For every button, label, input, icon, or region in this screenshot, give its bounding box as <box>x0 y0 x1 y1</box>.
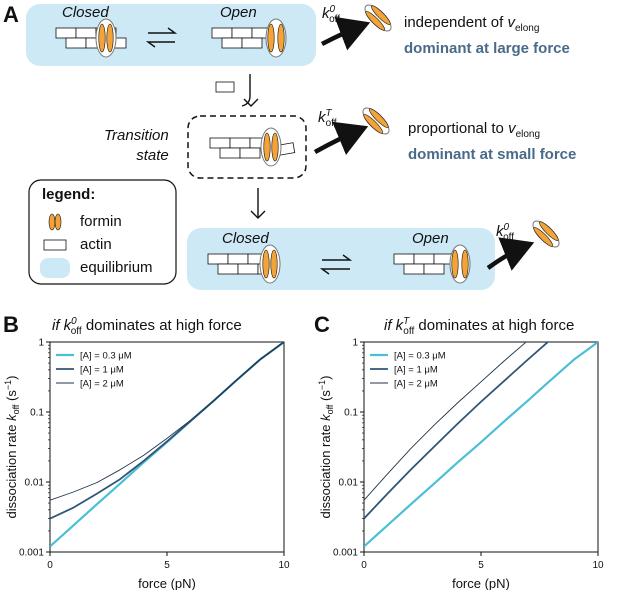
legend-label-equilibrium: equilibrium <box>80 259 153 276</box>
x-tick-label: 0 <box>47 560 53 571</box>
koffT-label: kToff <box>318 108 337 129</box>
formin-transition <box>260 127 282 167</box>
legend-entry-1: [A] = 1 μM <box>80 365 124 376</box>
y-axis-label: dissociation rate koff (s−1) <box>3 376 21 519</box>
dominant-large-force: dominant at large force <box>404 40 570 57</box>
release-arrow-transition <box>313 121 369 156</box>
y-tick-label: 0.01 <box>339 478 359 489</box>
transition-label: Transition state <box>104 127 169 164</box>
y-tick-label: 0.1 <box>30 408 44 419</box>
legend-title: legend: <box>42 186 96 203</box>
panel-letter-c: C <box>314 312 330 337</box>
legend-equilibrium-icon <box>40 258 70 278</box>
x-tick-label: 5 <box>164 560 170 571</box>
x-tick-label: 5 <box>478 560 484 571</box>
closed-label-top: Closed <box>62 4 109 21</box>
legend-box <box>28 179 177 285</box>
chart-b-title: if k0off dominates at high force <box>52 316 242 337</box>
x-tick-label: 10 <box>592 560 604 571</box>
series-line-2 <box>50 342 284 501</box>
closed-label-bottom: Closed <box>222 230 269 247</box>
series-line-1 <box>364 342 550 520</box>
legend-label-formin: formin <box>80 213 122 230</box>
y-tick-label: 0.01 <box>25 478 45 489</box>
formin-closed-bottom <box>259 244 281 284</box>
series-line-0 <box>364 342 598 548</box>
released-formin-bottom <box>532 220 560 248</box>
release-arrow-bottom <box>486 237 535 271</box>
formin-closed-top <box>95 18 117 58</box>
dominant-small-force: dominant at small force <box>408 146 577 163</box>
equilibrium-arrows-top <box>145 27 178 48</box>
y-tick-label: 1 <box>38 338 44 349</box>
equilibrium-arrows-bottom <box>319 254 353 275</box>
koff0-label-bottom: k0off <box>496 222 514 243</box>
y-tick-label: 0.001 <box>19 548 44 559</box>
x-tick-label: 10 <box>278 560 290 571</box>
panel-letter-a: A <box>3 2 19 27</box>
release-arrow-top <box>320 16 371 51</box>
y-tick-label: 1 <box>352 338 358 349</box>
open-label-bottom: Open <box>412 230 449 247</box>
legend-actin-icon <box>43 239 67 251</box>
legend-label-actin: actin <box>80 236 112 253</box>
released-formin-top <box>364 4 392 32</box>
chart-c-title: if kToff dominates at high force <box>384 316 575 337</box>
description-independent: independent of velong <box>404 14 540 34</box>
legend-formin-icon <box>48 213 62 231</box>
y-tick-label: 0.1 <box>344 408 358 419</box>
formin-open-bottom <box>449 244 471 284</box>
series-line-2 <box>364 342 527 501</box>
transition-state-box <box>187 115 307 179</box>
koff0-label-top: k0off <box>322 4 340 25</box>
legend-entry-2: [A] = 2 μM <box>394 379 438 390</box>
legend-entry-0: [A] = 0.3 μM <box>394 351 446 362</box>
panel-a-diagram <box>26 4 560 290</box>
legend-entry-2: [A] = 2 μM <box>80 379 124 390</box>
x-tick-label: 0 <box>361 560 367 571</box>
actin-monomer <box>215 81 235 93</box>
x-axis-label: force (pN) <box>138 576 196 590</box>
actin-filament-open-bottom <box>393 253 455 275</box>
formin-open-top <box>265 18 287 58</box>
open-label-top: Open <box>220 4 257 21</box>
actin-filament-open-top <box>211 27 273 49</box>
y-axis-label: dissociation rate koff (s−1) <box>317 376 335 519</box>
legend-entry-1: [A] = 1 μM <box>394 365 438 376</box>
actin-filament-transition <box>209 137 296 159</box>
legend-entry-0: [A] = 0.3 μM <box>80 351 132 362</box>
x-axis-label: force (pN) <box>452 576 510 590</box>
released-formin-transition <box>362 107 390 135</box>
y-tick-label: 0.001 <box>333 548 358 559</box>
description-proportional: proportional to velong <box>408 120 541 140</box>
down-arrow-1 <box>241 74 251 107</box>
panel-letter-b: B <box>3 312 19 337</box>
